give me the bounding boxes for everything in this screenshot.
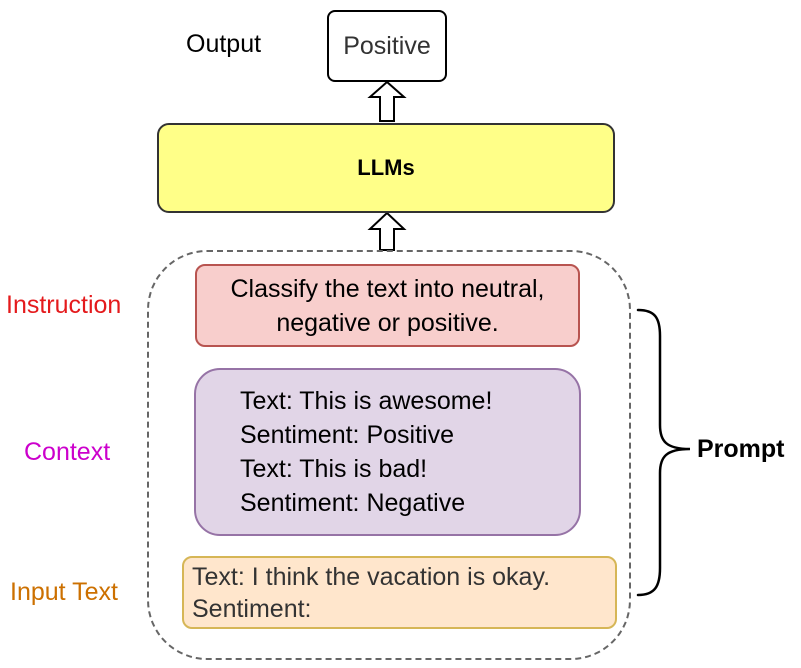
- context-line: Sentiment: Negative: [240, 489, 466, 517]
- output-box: Positive: [327, 10, 447, 82]
- output-label: Output: [186, 30, 262, 58]
- prompt-group: [147, 250, 631, 660]
- input-text-label: Input Text: [10, 578, 118, 606]
- prompt-label: Prompt: [697, 435, 785, 463]
- input-text-line: Sentiment:: [192, 594, 312, 623]
- instruction-box: Classify the text into neutral, negative…: [195, 264, 580, 347]
- arrow-llm-to-output: [367, 80, 407, 122]
- output-value: Positive: [343, 32, 431, 60]
- arrow-prompt-to-llm: [367, 211, 407, 251]
- input-text-box: Text: I think the vacation is okay. Sent…: [182, 556, 617, 629]
- llm-box: LLMs: [157, 123, 615, 213]
- llm-label: LLMs: [357, 155, 415, 180]
- context-line: Text: This is bad!: [240, 455, 428, 483]
- context-line: Text: This is awesome!: [240, 387, 493, 415]
- input-text: Text: I think the vacation is okay. Sent…: [192, 561, 550, 625]
- context-box: Text: This is awesome! Sentiment: Positi…: [194, 368, 581, 536]
- instruction-text: Classify the text into neutral, negative…: [230, 272, 544, 340]
- input-text-line: Text: I think the vacation is okay.: [192, 562, 551, 591]
- instruction-line: negative or positive.: [276, 308, 499, 337]
- instruction-line: Classify the text into neutral,: [230, 274, 545, 303]
- context-line: Sentiment: Positive: [240, 421, 454, 449]
- context-label: Context: [24, 438, 111, 466]
- context-text: Text: This is awesome! Sentiment: Positi…: [240, 384, 492, 520]
- instruction-label: Instruction: [6, 291, 122, 319]
- prompt-brace: [636, 308, 691, 597]
